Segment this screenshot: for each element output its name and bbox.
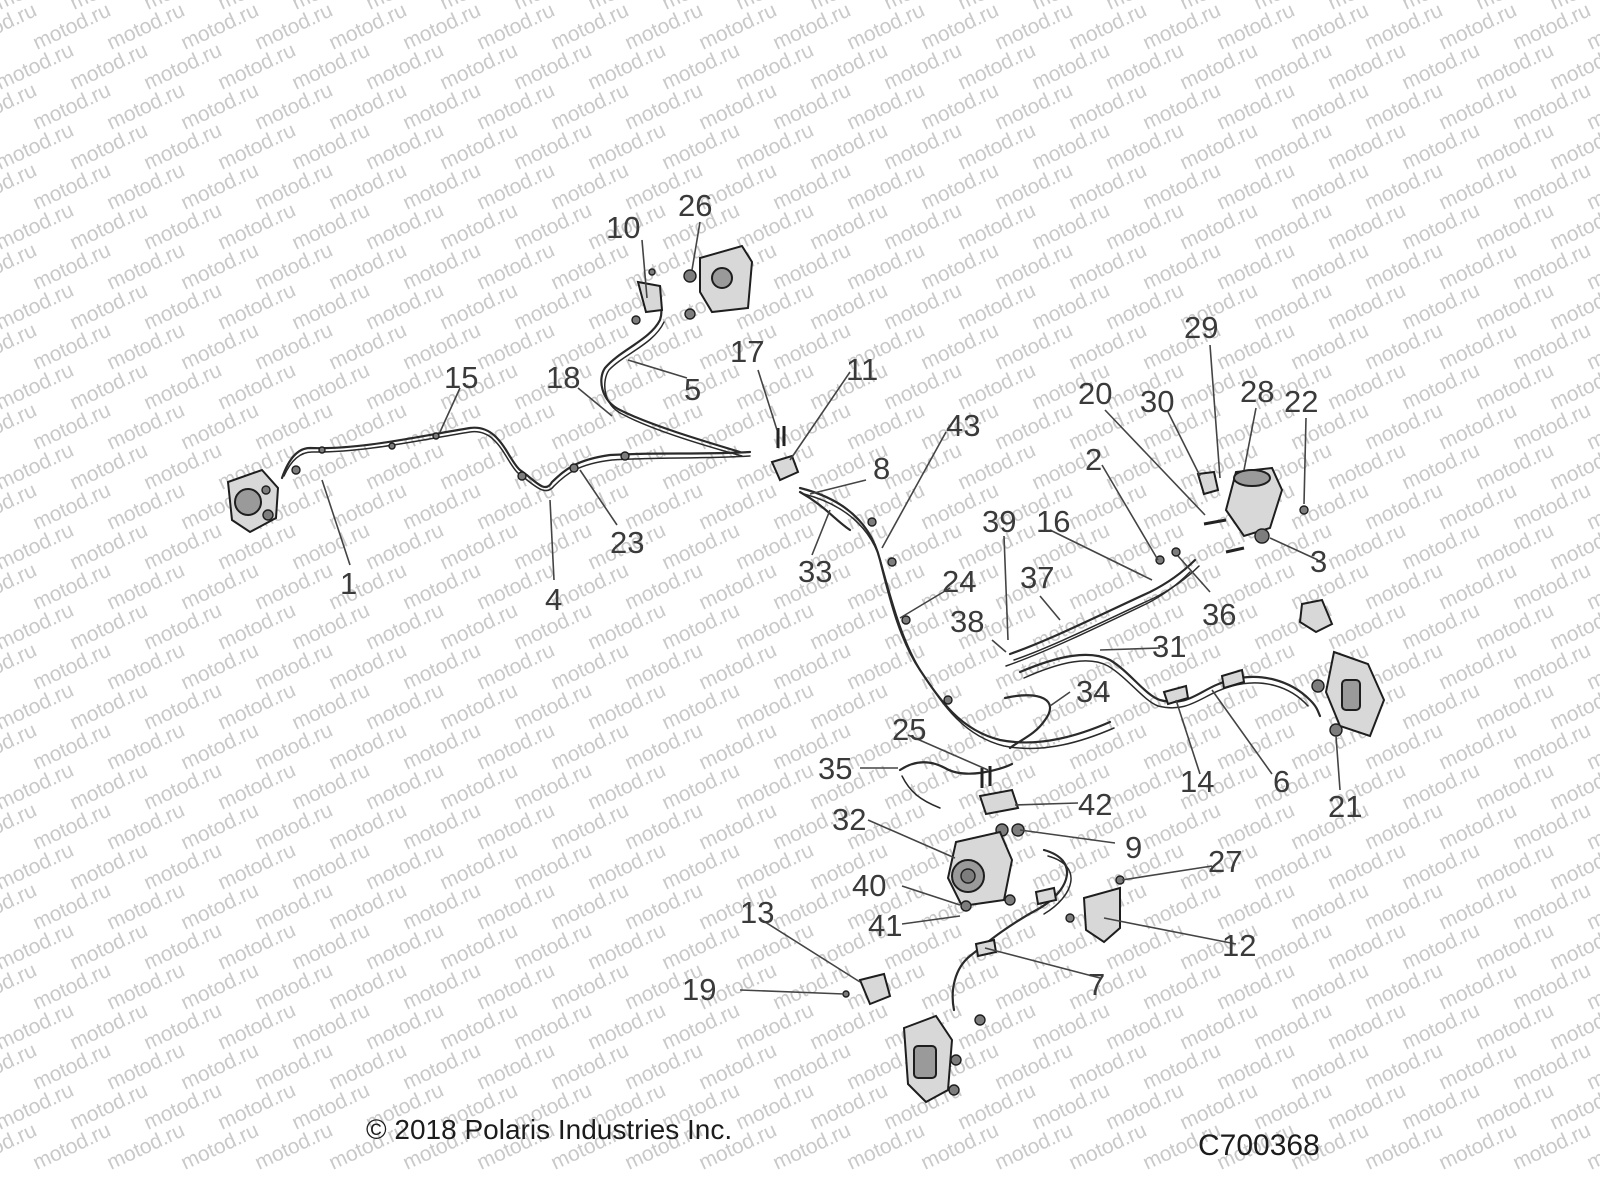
watermark-text: motod.ru	[473, 0, 558, 55]
junction-block-42	[978, 766, 1025, 837]
callout-3: 3	[1310, 544, 1327, 579]
watermark-text: motod.ru	[29, 0, 114, 55]
watermark-text: motod.ru	[1509, 0, 1594, 55]
callout-25: 25	[892, 712, 926, 747]
brake-line-6	[1018, 653, 1322, 718]
callout-13: 13	[740, 895, 774, 930]
watermark-text: motod.ru	[1213, 0, 1298, 55]
watermark-text: motod.ru	[325, 0, 410, 55]
callout-2: 2	[1085, 442, 1102, 477]
junction-block-11	[770, 426, 800, 482]
callout-8: 8	[873, 451, 890, 486]
callout-32: 32	[832, 802, 866, 837]
watermark-text: motod.ru	[843, 0, 928, 55]
watermark-text: motod.ru	[399, 0, 484, 55]
callout-10: 10	[606, 210, 640, 245]
callout-34: 34	[1076, 674, 1110, 709]
watermark-text: motod.ru	[1139, 0, 1224, 55]
callout-26: 26	[678, 188, 712, 223]
callout-4: 4	[545, 582, 562, 617]
callout-14: 14	[1180, 764, 1214, 799]
watermark-text: motod.ru	[1287, 0, 1372, 55]
callout-40: 40	[852, 868, 886, 903]
callout-27: 27	[1208, 844, 1242, 879]
watermark-text: motod.ru	[1435, 0, 1520, 55]
front-left-caliper	[226, 468, 280, 534]
watermark-text: motod.ru	[1361, 0, 1446, 55]
callout-42: 42	[1078, 787, 1112, 822]
callout-5: 5	[684, 372, 701, 407]
callout-39: 39	[982, 504, 1016, 539]
callout-37: 37	[1020, 560, 1054, 595]
callout-33: 33	[798, 554, 832, 589]
callout-23: 23	[610, 525, 644, 560]
callout-20: 20	[1078, 376, 1112, 411]
brake-line-35	[898, 761, 1014, 775]
callout-29: 29	[1184, 310, 1218, 345]
callout-17: 17	[730, 334, 764, 369]
callout-28: 28	[1240, 374, 1274, 409]
abs-module-32	[946, 830, 1016, 912]
callout-19: 19	[682, 972, 716, 1007]
bracket-right-upper	[1298, 598, 1334, 634]
diagram-code: C700368	[1198, 1129, 1320, 1162]
brake-line-34	[1003, 694, 1052, 750]
callout-31: 31	[1152, 629, 1186, 664]
callout-18: 18	[546, 360, 580, 395]
callout-7: 7	[1088, 967, 1105, 1002]
callout-35: 35	[818, 751, 852, 786]
callout-24: 24	[942, 564, 976, 599]
watermark-text: motod.ru	[1065, 0, 1150, 55]
callout-labels: 1 2 3 4 5 6 7 8 9 10 11 12 13 14 15 16 1…	[340, 188, 1362, 1007]
shield-12	[1065, 875, 1125, 944]
watermark-text: motod.ru	[103, 0, 188, 55]
callout-36: 36	[1202, 597, 1236, 632]
callout-1: 1	[340, 566, 357, 601]
callout-38: 38	[950, 604, 984, 639]
watermark-text: motod.ru	[769, 0, 854, 55]
callout-15: 15	[444, 360, 478, 395]
upper-bracket-10	[631, 268, 664, 325]
callout-22: 22	[1284, 384, 1318, 419]
mount-26	[683, 244, 754, 320]
copyright-text: © 2018 Polaris Industries Inc.	[366, 1114, 733, 1145]
brake-line-7	[951, 848, 1069, 1012]
master-cylinder-28	[1224, 466, 1309, 544]
watermark-text: motod.ru	[991, 0, 1076, 55]
brake-line-37	[1008, 558, 1197, 656]
front-right-caliper	[1311, 650, 1386, 738]
callout-6: 6	[1273, 764, 1290, 799]
watermark-text: motod.ru	[917, 0, 1002, 55]
watermark-text: motod.ru	[621, 0, 706, 55]
callout-11: 11	[846, 352, 878, 387]
rear-caliper	[902, 1014, 986, 1104]
callout-9: 9	[1125, 830, 1142, 865]
bracket-13	[842, 972, 892, 1006]
watermark-text: motod.ru	[695, 0, 780, 55]
callout-41: 41	[868, 908, 902, 943]
leader-lines	[321, 221, 1341, 995]
callout-16: 16	[1036, 504, 1070, 539]
watermark-text: motod.ru	[177, 0, 262, 55]
brake-line-5	[600, 288, 742, 454]
parts-layer	[226, 244, 1386, 1104]
callout-12: 12	[1222, 928, 1256, 963]
watermark-text: motod.ru	[251, 0, 336, 55]
switch-30	[1196, 470, 1220, 496]
callout-30: 30	[1140, 384, 1174, 419]
callout-21: 21	[1328, 789, 1362, 824]
watermark-text: motod.ru	[547, 0, 632, 55]
callout-43: 43	[946, 408, 980, 443]
